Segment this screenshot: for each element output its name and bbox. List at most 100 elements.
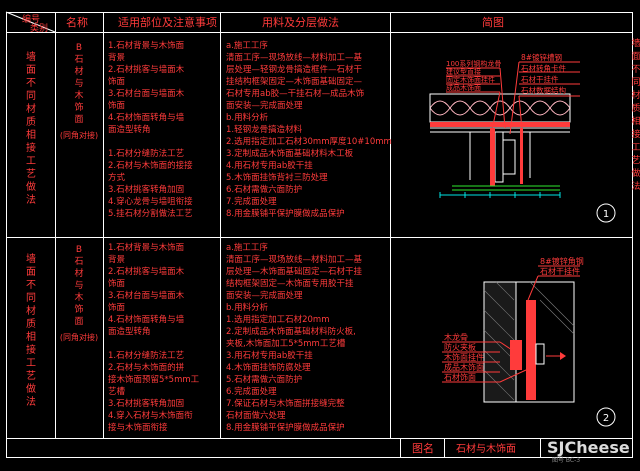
usage-item: 3.石材挑客转角加固: [108, 184, 184, 195]
material-item: 石材专用ab胶—干挂石材—成品木饰: [226, 88, 365, 99]
usage-item: 4.石材饰面转角与墙: [108, 112, 185, 123]
header-usage: 适用部位及注意事项: [118, 15, 217, 29]
diagram2-label: 8#镀锌角钢: [540, 256, 584, 266]
detail-circle-2-label: 2: [603, 413, 609, 424]
drawing-title: 石材与木饰面: [456, 442, 516, 455]
diagram1-label: 石材转角卡件: [521, 63, 566, 73]
material-item: 面安装—完成面处理: [226, 290, 303, 301]
diagram2-label: 石材饰面: [444, 372, 476, 382]
material-item: 清面工序—现场放线—材料加工—基: [226, 254, 363, 265]
usage-item: 1.石材分缝防法工艺: [108, 148, 184, 159]
usage-item: 2.石材挑客与墙面木: [108, 266, 185, 277]
material-item: 6.完成面处理: [226, 386, 277, 397]
detail-circle-1: [596, 203, 616, 223]
diagram1-label: 石材干挂件: [521, 74, 559, 84]
row2-materials-list: a.施工工序清面工序—现场放线—材料加工—基层处理—木饰面基础固定—石材干挂结构…: [226, 242, 363, 433]
material-item: 石材面做六处理: [226, 410, 286, 421]
usage-item: 3.石材挑客转角加固: [108, 398, 184, 409]
table-grid: [5, 11, 633, 458]
usage-item: 饰面: [108, 76, 126, 87]
insulation-band: [429, 93, 571, 123]
row2-usage-list: 1.石材背景与木饰面背景2.石材挑客与墙面木饰面3.石材台面与墙面木饰面4.石材…: [108, 242, 200, 433]
header-category: 类别: [30, 22, 48, 34]
diagram1-label: 固定木饰面挂件: [446, 75, 495, 84]
material-item: 5.石材需做六面防护: [226, 374, 302, 385]
usage-item: 4.穿心龙骨与墙咀衔接: [108, 196, 193, 207]
material-item: 6.石材需做六面防护: [226, 184, 302, 195]
usage-item: 4.穿入石材与木饰面衔: [108, 410, 193, 421]
material-item: 3.定制成品木饰面基础材料木工板: [226, 148, 354, 159]
usage-item: 接与木饰面衔接: [108, 422, 168, 433]
material-item: 面安装—完成面处理: [226, 100, 303, 111]
usage-item: 3.石材台面与墙面木: [108, 88, 185, 99]
material-item: 7.完成面处理: [226, 196, 277, 207]
title-block: 图名 石材与木饰面 SJCheese 图号 BC-3: [412, 438, 630, 464]
header-materials: 用料及分层做法: [262, 15, 339, 29]
diagram2-label: 成品木饰面: [444, 362, 484, 372]
usage-item: 饰面: [108, 302, 126, 313]
diagram1-label: 100系列钢构龙骨: [446, 59, 501, 68]
title-label: 图名: [412, 441, 434, 455]
usage-item: 2.石材与木饰面的接接: [108, 160, 193, 171]
watermark-logo: SJCheese: [547, 438, 630, 457]
material-item: 8.用金膜铺平保护膜做成品保护: [226, 208, 345, 219]
material-item: 2.选用指定加工石材30mm厚度10#10mm: [226, 136, 392, 147]
detail-circle-1-label: 1: [603, 209, 609, 220]
material-item: 8.用金膜铺平保护膜做成品保护: [226, 422, 345, 433]
material-item: 7.保证石材与木饰面拼接缝完整: [226, 398, 345, 409]
usage-item: 1.石材分缝防法工艺: [108, 350, 184, 361]
material-item: 4.用石材专用ab胶干挂: [226, 160, 313, 171]
diagram2-label: 防火夹板: [444, 342, 476, 352]
material-item: 层处理—木饰面基础固定—石材干挂: [226, 266, 363, 277]
material-item: 结构框架固定—木饰面专用胶干挂: [226, 278, 354, 289]
usage-item: 背景: [108, 52, 125, 63]
usage-item: 面造型转角: [108, 124, 151, 135]
material-item: 2.定制成品木饰面基础材料防火板,: [226, 326, 356, 337]
material-item: 4.木饰面挂饰防腐处理: [226, 362, 311, 373]
usage-item: 背景: [108, 254, 125, 265]
usage-item: 方式: [108, 172, 126, 183]
diagram1-label: 8#镀锌槽钢: [521, 52, 562, 62]
row2-category: 墙面不同材质相接工艺做法: [26, 252, 36, 408]
material-item: 层处理—轻钢龙骨搞造框件—石材干: [226, 64, 363, 75]
material-item: b.用料分析: [226, 112, 269, 123]
usage-item: 4.石材饰面转角与墙: [108, 314, 185, 325]
material-item: a.施工工序: [226, 242, 268, 253]
material-item: 清面工序—现场放线—材料加工—基: [226, 52, 363, 63]
usage-item: 艺槽: [108, 386, 126, 397]
material-item: 挂结构框架固定—木饰面基础固定—: [226, 76, 363, 87]
row1-name-sub: (同角对接): [60, 130, 98, 140]
diagram2-label: 木饰面挂件: [444, 352, 484, 362]
usage-item: 接木饰面预留5*5mm工: [108, 374, 200, 385]
table-header: 编号 类别 名称 适用部位及注意事项 用料及分层做法 简图: [22, 13, 504, 34]
diagram2-label: 石材干挂件: [540, 266, 580, 276]
usage-item: 面造型转角: [108, 326, 151, 337]
diagram1-label: 石材数据结构: [521, 85, 566, 95]
usage-item: 饰面: [108, 278, 126, 289]
side-title-vertical: 墙面不同材质相接工艺做法: [631, 37, 640, 192]
header-diagram: 简图: [482, 15, 504, 29]
diagram1-label: 建议型直接: [446, 67, 481, 76]
material-item: 1.选用指定加工石材20mm: [226, 314, 330, 325]
usage-item: 5.挂石材分割做法工艺: [108, 208, 193, 219]
side-title: 墙面不同材质相接工艺做法: [631, 37, 640, 192]
usage-item: 饰面: [108, 100, 126, 111]
detail-circle-2: [596, 407, 616, 427]
usage-item: 2.石材挑客与墙面木: [108, 64, 185, 75]
material-item: 1.轻钢龙骨搞造材料: [226, 124, 303, 135]
row1-usage-list: 1.石材背景与木饰面背景2.石材挑客与墙面木饰面3.石材台面与墙面木饰面4.石材…: [108, 40, 193, 219]
diagram1-label: 成品木饰面: [446, 83, 481, 92]
material-item: b.用料分析: [226, 302, 269, 313]
drawing-number: 图号 BC-3: [552, 457, 580, 464]
usage-item: 1.石材背景与木饰面: [108, 40, 185, 51]
